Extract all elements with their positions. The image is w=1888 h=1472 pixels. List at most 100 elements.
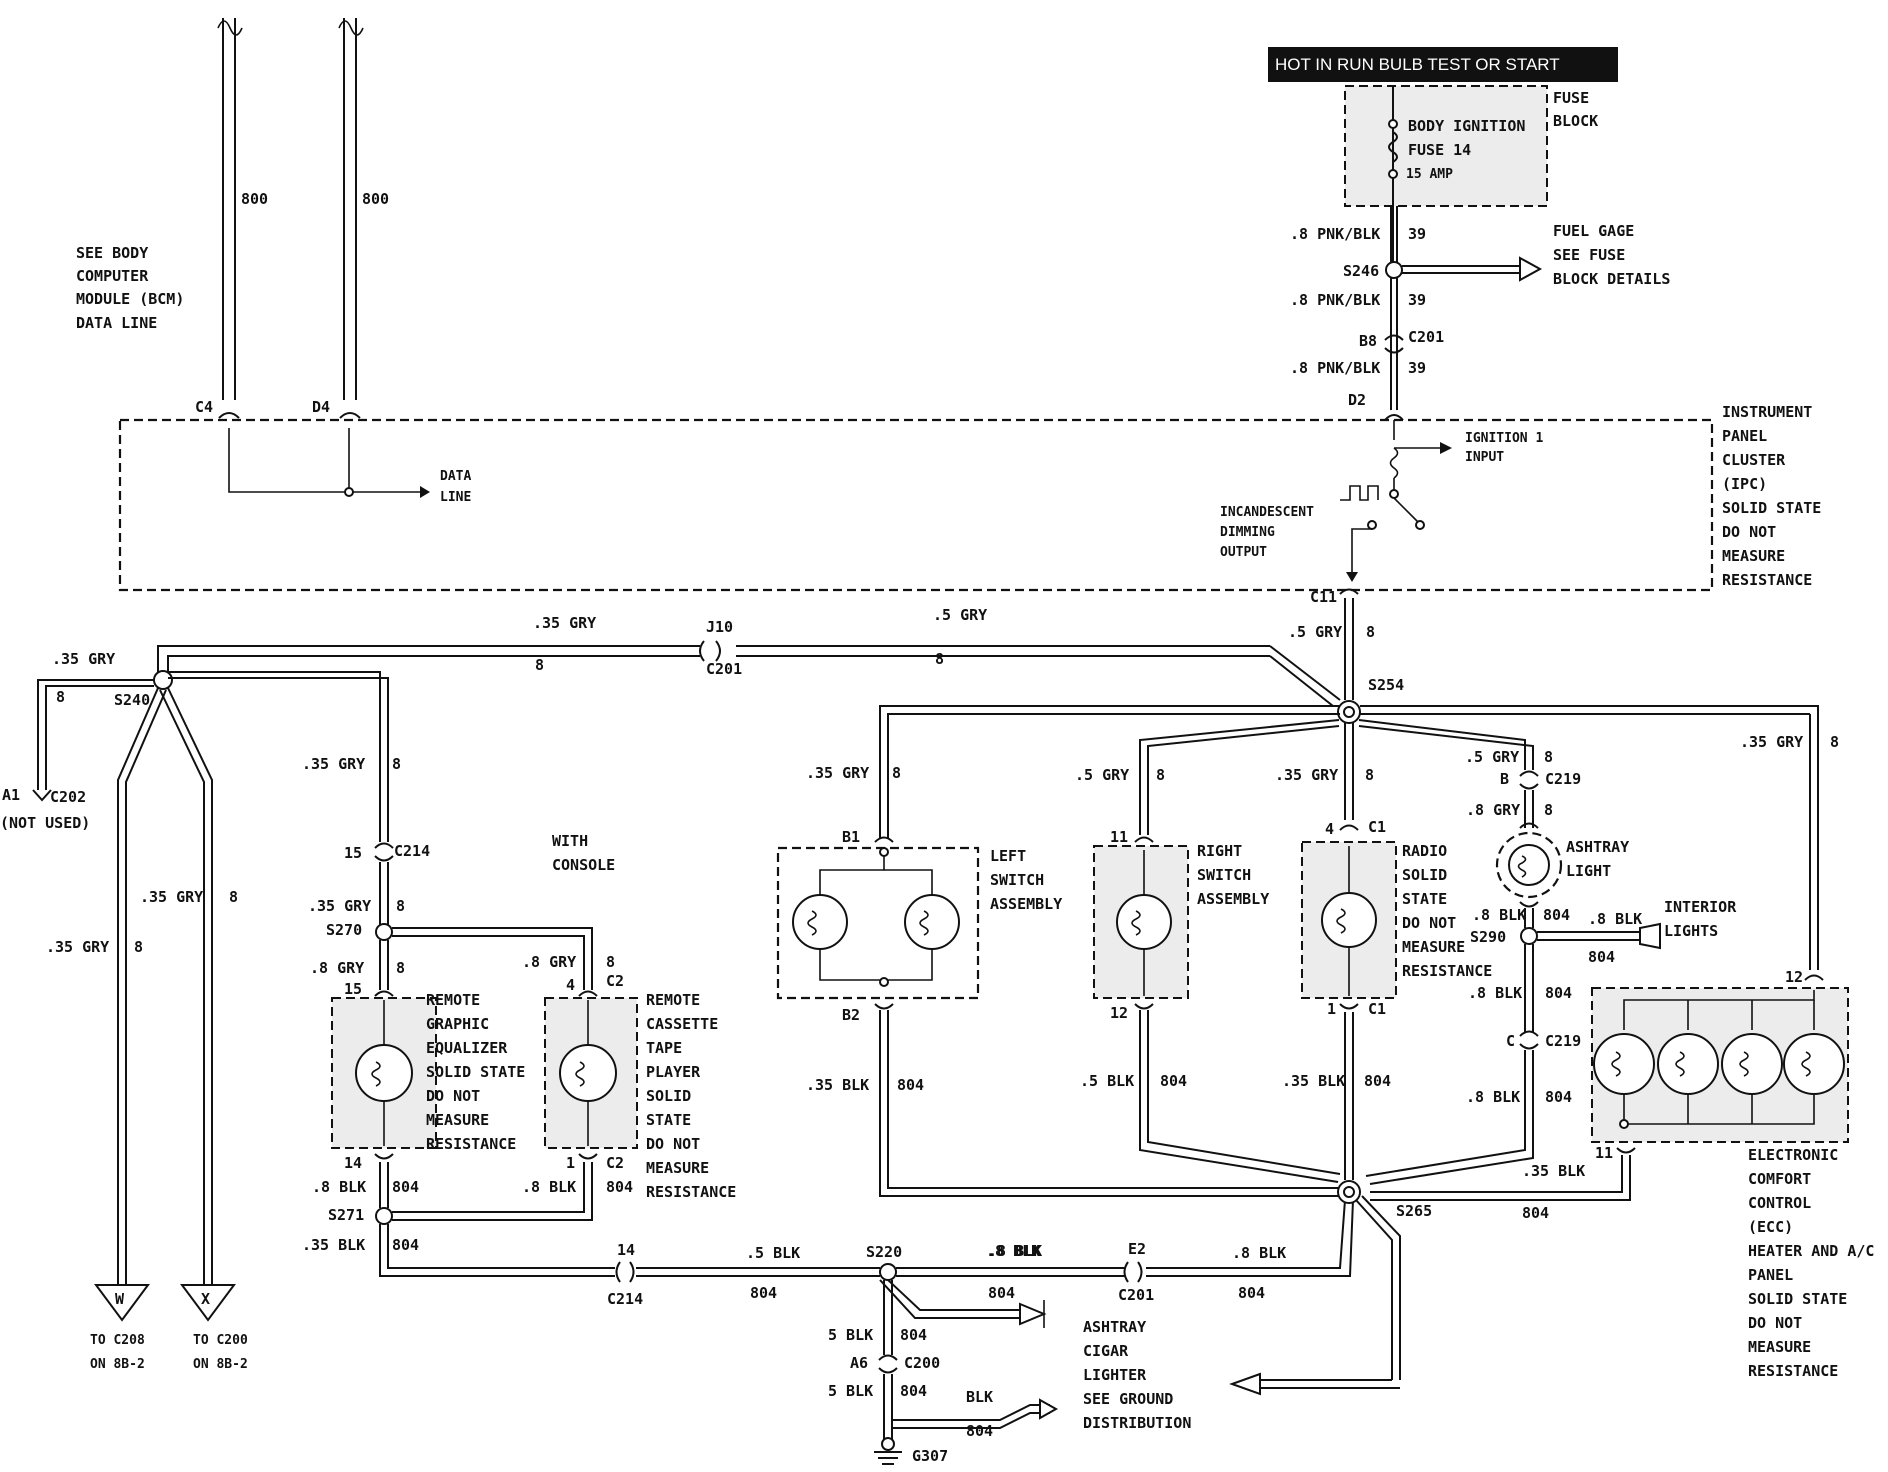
wire-blk35-radio: .35 BLK: [1282, 1072, 1345, 1090]
ipc-line-1: (IPC): [1722, 475, 1767, 493]
c200-label: C200: [904, 1354, 940, 1372]
g307-label: G307: [912, 1447, 948, 1465]
ash-light-1: ASHTRAY: [1566, 838, 1629, 856]
fuel-gage-1: FUEL GAGE: [1553, 222, 1634, 240]
wire-8-left: 8: [56, 688, 65, 706]
wire-blk8-ash: .8 BLK: [1472, 906, 1526, 924]
a1-label: A1: [2, 786, 20, 804]
right-sw-1: RIGHT: [1197, 842, 1242, 860]
cigar-2: CIGAR: [1083, 1342, 1129, 1360]
wire-800-a: 800: [241, 190, 268, 208]
wire-804-tape: 804: [606, 1178, 633, 1196]
radio-5: MEASURE: [1402, 938, 1465, 956]
wire-804-c219: 804: [1545, 984, 1572, 1002]
wire-gry35-w: .35 GRY: [46, 938, 109, 956]
s220-label: S220: [866, 1243, 902, 1261]
bcm-note-4: DATA LINE: [76, 314, 157, 332]
wire-8-top-2: 8: [935, 650, 944, 668]
c2-label-a: C2: [606, 972, 624, 990]
wire-8-ecc: 8: [1830, 733, 1839, 751]
e2-label: E2: [1128, 1240, 1146, 1258]
wire-blk8-tape: .8 BLK: [522, 1178, 576, 1196]
n14-b: 14: [617, 1241, 635, 1259]
n15-b: 15: [344, 980, 362, 998]
c214-label-b: C214: [607, 1290, 643, 1308]
wire-gry35-radio: .35 GRY: [1275, 766, 1338, 784]
right-sw-2: SWITCH: [1197, 866, 1251, 884]
with-console-1: WITH: [552, 832, 588, 850]
s246-label: S246: [1343, 262, 1379, 280]
wire-804-left: 804: [897, 1076, 924, 1094]
wire-8-w: 8: [134, 938, 143, 956]
n4-a: 4: [566, 976, 575, 994]
wire-blk8-c219: .8 BLK: [1468, 984, 1522, 1002]
tape-1: REMOTE: [646, 991, 700, 1009]
wire-39-2: 39: [1408, 291, 1426, 309]
wire-gry5-ash: .5 GRY: [1465, 748, 1519, 766]
cigar-3: LIGHTER: [1083, 1366, 1147, 1384]
with-console-2: CONSOLE: [552, 856, 615, 874]
wire-blk5-bus: .5 BLK: [746, 1244, 800, 1262]
wire-pnk-3: .8 PNK/BLK: [1290, 359, 1380, 377]
j10-label: J10: [706, 618, 733, 636]
right-sw-3: ASSEMBLY: [1197, 890, 1269, 908]
s270-label: S270: [326, 921, 362, 939]
fuse-block-title: FUSE: [1553, 89, 1589, 107]
cigar-1: ASHTRAY: [1083, 1318, 1146, 1336]
c1-label-a: C1: [1368, 818, 1386, 836]
wire-804-ash: 804: [1543, 906, 1570, 924]
wire-gry35-console: .35 GRY: [302, 755, 365, 773]
c4-label: C4: [195, 398, 213, 416]
wire-blk5b-1: 5 BLK: [828, 1326, 873, 1344]
n4-b: 4: [1325, 820, 1334, 838]
n12-b: 12: [1785, 968, 1803, 986]
wire-blk35-ecc: .35 BLK: [1522, 1162, 1585, 1180]
ecc-1: ELECTRONIC: [1748, 1146, 1838, 1164]
eq-6: MEASURE: [426, 1111, 489, 1129]
wire-804-radio: 804: [1364, 1072, 1391, 1090]
wire-blk8-s220: .8 BLK: [988, 1242, 1042, 1260]
left-switch-box: [776, 846, 980, 1000]
tape-6: STATE: [646, 1111, 691, 1129]
wire-blk35-s271: .35 BLK: [302, 1236, 365, 1254]
splice-s290: [1520, 927, 1538, 945]
wire-8-tape: 8: [606, 953, 615, 971]
ipc-title-3: CLUSTER: [1722, 451, 1786, 469]
ash-light-2: LIGHT: [1566, 862, 1611, 880]
radio-6: RESISTANCE: [1402, 962, 1492, 980]
ipc-line-2: SOLID STATE: [1722, 499, 1821, 517]
wire-8-radio: 8: [1365, 766, 1374, 784]
offpage-w-arrow: [94, 1284, 150, 1322]
splice-s270: [375, 923, 393, 941]
s254-label: S254: [1368, 676, 1404, 694]
wire-8-left-sw: 8: [892, 764, 901, 782]
wire-blk35-left: .35 BLK: [806, 1076, 869, 1094]
ecc-5: HEATER AND A/C: [1748, 1242, 1874, 1260]
wire-8-c11: 8: [1366, 623, 1375, 641]
wire-39-3: 39: [1408, 359, 1426, 377]
wire-blk8-eq: .8 BLK: [312, 1178, 366, 1196]
wire-804-eq: 804: [392, 1178, 419, 1196]
offpage-w: W: [115, 1290, 125, 1308]
left-sw-2: SWITCH: [990, 871, 1044, 889]
tape-4: PLAYER: [646, 1063, 701, 1081]
eq-1: REMOTE: [426, 991, 480, 1009]
wire-804-g3: 804: [966, 1422, 993, 1440]
wire-804-right: 804: [1160, 1072, 1187, 1090]
wire-gry8-eq: .8 GRY: [310, 959, 364, 977]
wire-804-g2: 804: [900, 1382, 927, 1400]
s290-label: S290: [1470, 928, 1506, 946]
wire-gry35-left-sw: .35 GRY: [806, 764, 869, 782]
c201-label-top: C201: [1408, 328, 1444, 346]
wire-804-c219b: 804: [1545, 1088, 1572, 1106]
wire-gry35-top: .35 GRY: [533, 614, 596, 632]
not-used: (NOT USED): [0, 814, 90, 832]
eq-4: SOLID STATE: [426, 1063, 525, 1081]
to-c200: TO C200: [193, 1333, 248, 1348]
c219-label-b: C219: [1545, 1032, 1581, 1050]
wire-blk8-e2: .8 BLK: [1232, 1244, 1286, 1262]
on-2: ON 8B-2: [193, 1357, 248, 1372]
ecc-6: PANEL: [1748, 1266, 1793, 1284]
wire-pnk-2: .8 PNK/BLK: [1290, 291, 1380, 309]
